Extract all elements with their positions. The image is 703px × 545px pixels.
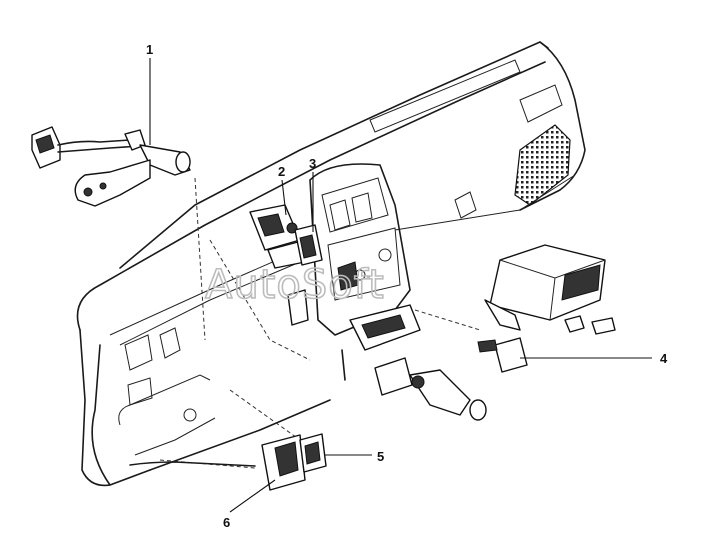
lighter-ashtray-assembly (341, 304, 487, 421)
callout-6: 6 (223, 515, 230, 530)
lower-harness (129, 461, 256, 467)
part-3-switch (287, 224, 323, 326)
callout-1: 1 (146, 42, 153, 57)
part-1-combination-switch (31, 126, 191, 207)
callout-4: 4 (660, 351, 668, 366)
part-5-switch (299, 433, 327, 473)
callout-2: 2 (278, 164, 285, 179)
part-2-switch-assembly (249, 204, 306, 269)
part-4-relay-module (477, 244, 616, 373)
leader-lines (149, 58, 652, 513)
part-6-switch (261, 434, 306, 491)
watermark-text: AutoSoft (205, 262, 385, 308)
callout-5: 5 (377, 449, 384, 464)
callout-3: 3 (309, 156, 316, 171)
